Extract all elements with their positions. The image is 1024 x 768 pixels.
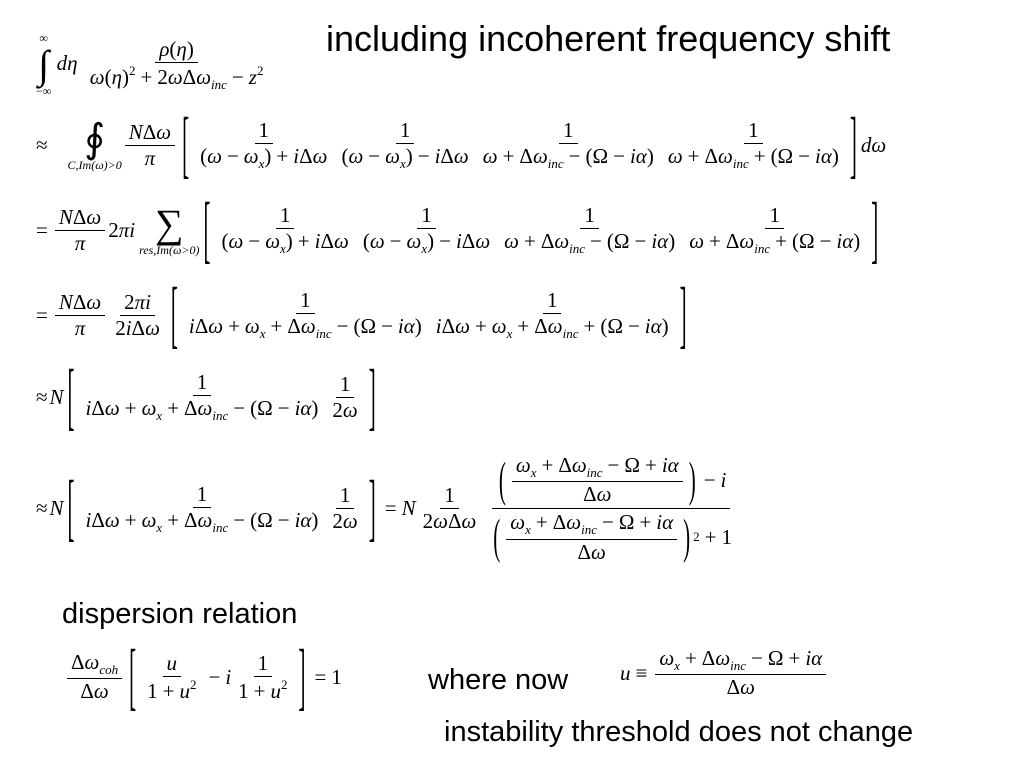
slide-title: including incoherent frequency shift: [326, 18, 891, 59]
where-now-label: where now: [428, 664, 569, 696]
equation-integral: ∞ ∫ −∞ dη ρ(η)ω(η)2+2ωΔωinc−z2: [36, 31, 264, 99]
residue-lower-limit: res,Im(ω>0): [139, 242, 200, 257]
contour-lower-limit: C,Im(ω)>0: [67, 157, 122, 172]
threshold-note: instability threshold does not change: [444, 716, 914, 748]
integral-upper-limit: ∞: [39, 31, 48, 45]
dispersion-relation-label: dispersion relation: [62, 598, 298, 630]
integral-lower-limit: −∞: [36, 84, 52, 99]
